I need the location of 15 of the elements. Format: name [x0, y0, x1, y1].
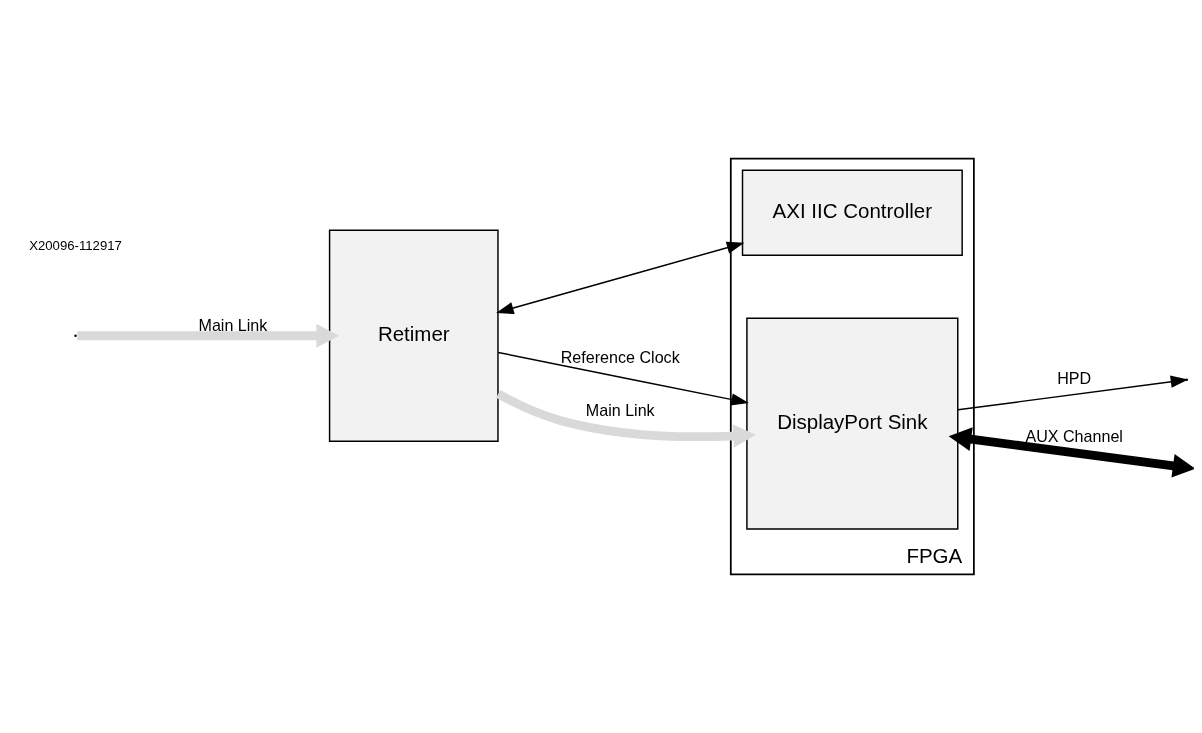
arrow — [957, 375, 1189, 411]
edge-label: Reference Clock — [560, 348, 680, 367]
node-box: AXI IIC Controller — [741, 169, 963, 256]
arrow — [497, 351, 749, 406]
node-box: Retimer — [328, 229, 499, 442]
arrow — [496, 390, 756, 448]
edge-label: AUX Channel — [1025, 427, 1123, 446]
arrow — [496, 241, 745, 315]
arrow — [77, 323, 339, 348]
edge-label: Main Link — [585, 400, 655, 419]
edge-label: Main Link — [198, 316, 268, 335]
node-box: DisplayPort Sink — [746, 317, 959, 530]
arrow — [948, 427, 1194, 478]
label: X20096-112917 — [29, 237, 122, 253]
edge-label: HPD — [1057, 368, 1092, 387]
